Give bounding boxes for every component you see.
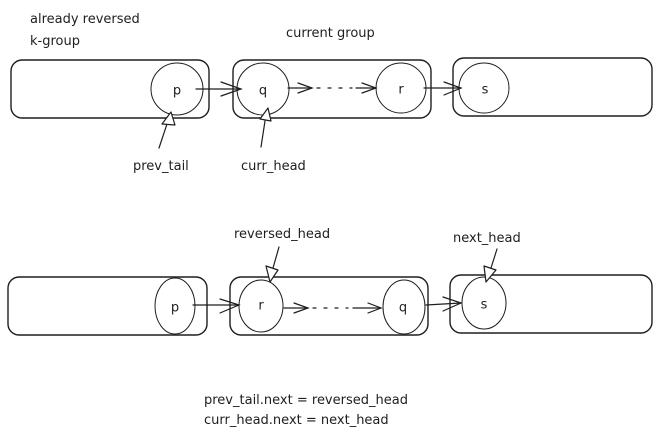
reversed-head-pointer-arrow <box>265 246 280 283</box>
arrow-p-to-q <box>195 81 243 97</box>
bottom-arrow-r-to-q-dotted <box>283 302 383 314</box>
already-reversed-label-line2: k-group <box>30 34 80 49</box>
bottom-arrow-p-to-r <box>192 298 241 314</box>
curr-head-label: curr_head <box>241 159 306 174</box>
next-head-label: next_head <box>453 231 521 246</box>
bottom-node-r-label: r <box>258 299 264 314</box>
bottom-node-p-circle <box>154 277 196 335</box>
bottom-already-reversed-group-box <box>7 276 208 336</box>
current-group-label: current group <box>286 26 375 41</box>
node-s-label: s <box>482 83 489 98</box>
prev-tail-pointer-arrow <box>158 111 176 149</box>
reversed-head-label: reversed_head <box>234 227 330 242</box>
node-r-label: r <box>398 83 404 98</box>
code-line-1: prev_tail.next = reversed_head <box>204 393 408 408</box>
next-group-box <box>452 57 653 117</box>
arrow-r-to-s <box>423 81 463 96</box>
code-line-2: curr_head.next = next_head <box>204 413 389 428</box>
next-head-pointer-arrow <box>483 248 498 283</box>
curr-head-pointer-arrow <box>259 107 272 148</box>
bottom-reversed-group-box <box>229 276 429 336</box>
already-reversed-label-line1: already reversed <box>30 12 140 27</box>
bottom-arrow-q-to-s <box>425 296 463 312</box>
bottom-node-q-circle <box>382 279 426 335</box>
bottom-node-r-circle <box>238 279 284 333</box>
bottom-node-p-label: p <box>171 301 179 316</box>
arrow-q-to-r-dotted <box>287 82 378 94</box>
bottom-node-s-label: s <box>481 298 488 313</box>
prev-tail-label: prev_tail <box>133 159 189 174</box>
bottom-node-q-label: q <box>399 301 407 316</box>
node-p-label: p <box>173 84 181 99</box>
node-q-label: q <box>259 84 267 99</box>
